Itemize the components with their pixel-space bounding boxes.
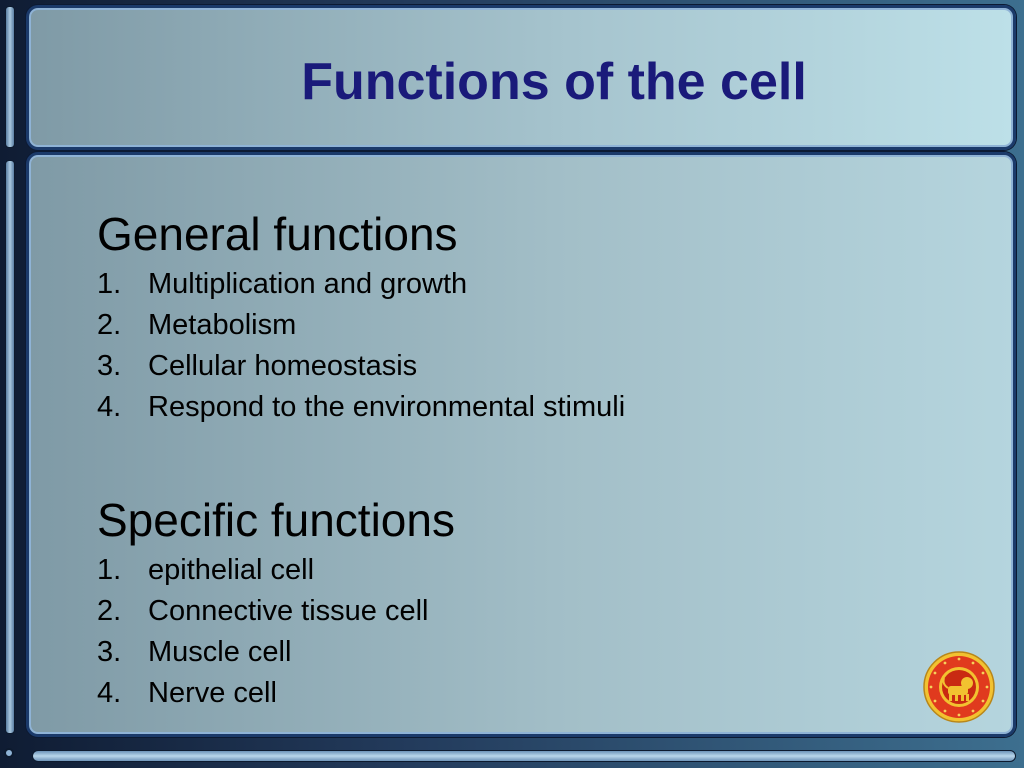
- left-decor-strip-top: [5, 6, 15, 148]
- list-item: 3. Cellular homeostasis: [97, 346, 625, 387]
- item-text: Cellular homeostasis: [148, 350, 418, 382]
- bottom-decor-bar: [32, 750, 1016, 762]
- general-functions-section: General functions 1. Multiplication and g…: [97, 208, 625, 428]
- item-text: epithelial cell: [148, 554, 315, 586]
- item-number: 4.: [97, 391, 122, 423]
- list-item: 2. Connective tissue cell: [97, 591, 455, 632]
- list-item: 4. Respond to the environmental stimuli: [97, 387, 625, 428]
- item-number: 2.: [97, 309, 122, 341]
- general-functions-list: 1. Multiplication and growth 2. Metabolism…: [97, 264, 625, 428]
- corner-dot: [4, 748, 14, 758]
- item-text: Multiplication and growth: [148, 268, 468, 300]
- list-item: 3. Muscle cell: [97, 632, 455, 673]
- item-number: 4.: [97, 677, 122, 709]
- slide-title: Functions of the cell: [301, 53, 807, 111]
- lion-emblem-icon: [922, 650, 996, 724]
- item-number: 3.: [97, 350, 122, 382]
- specific-functions-section: Specific functions 1. epithelial cell 2. C…: [97, 494, 455, 714]
- section-heading: Specific functions: [97, 494, 455, 546]
- item-number: 1.: [97, 268, 122, 300]
- item-text: Metabolism: [148, 309, 297, 341]
- list-item: 2. Metabolism: [97, 305, 625, 346]
- item-number: 3.: [97, 636, 122, 668]
- item-text: Muscle cell: [148, 636, 292, 668]
- section-heading: General functions: [97, 208, 458, 260]
- left-decor-strip-main: [5, 160, 15, 734]
- list-item: 1. epithelial cell: [97, 550, 455, 591]
- list-item: 1. Multiplication and growth: [97, 264, 625, 305]
- content-panel: [26, 152, 1016, 737]
- list-item: 4. Nerve cell: [97, 673, 455, 714]
- item-number: 1.: [97, 554, 122, 586]
- specific-functions-list: 1. epithelial cell 2. Connective tissue ce…: [97, 550, 455, 714]
- item-text: Connective tissue cell: [148, 595, 429, 627]
- item-text: Nerve cell: [148, 677, 277, 709]
- item-text: Respond to the environmental stimuli: [148, 391, 626, 423]
- title-panel: [26, 5, 1016, 150]
- item-number: 2.: [97, 595, 122, 627]
